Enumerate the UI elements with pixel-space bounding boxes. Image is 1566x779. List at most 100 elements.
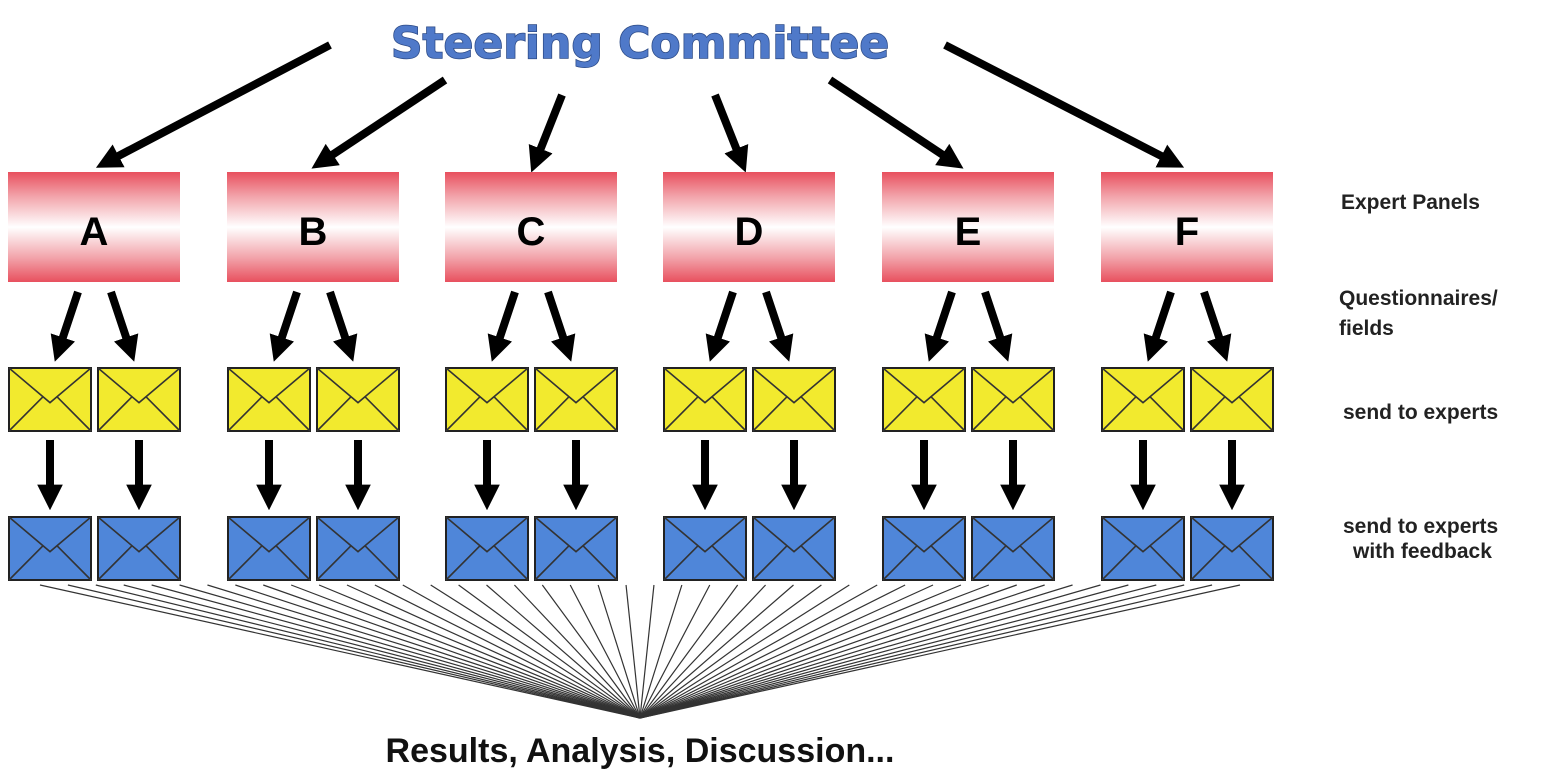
row-label-send-with-feedback-1: send to experts — [1343, 515, 1498, 538]
fan-line — [625, 584, 641, 719]
envelopes — [8, 367, 1274, 581]
fan-line — [374, 584, 641, 719]
fan-line — [569, 584, 641, 719]
fan-line — [513, 584, 641, 719]
envelope-icon — [316, 516, 400, 581]
envelope-icon — [971, 516, 1055, 581]
fan-line — [430, 584, 641, 719]
row-label-send-with-feedback-2: with feedback — [1352, 540, 1492, 563]
fan-line — [639, 584, 739, 719]
arrow-down-icon — [711, 93, 749, 173]
fan-line — [639, 584, 1045, 719]
mid-arrows — [37, 290, 1245, 511]
envelope-icon — [663, 367, 747, 432]
arrow-down-icon — [107, 290, 139, 362]
envelope-icon — [97, 367, 181, 432]
fan-line — [639, 584, 1101, 719]
fan-line — [639, 584, 794, 719]
arrow-down-icon — [487, 290, 519, 362]
fan-line — [639, 584, 655, 719]
fan-line — [639, 584, 767, 719]
panel-label: B — [299, 210, 328, 254]
envelope-icon — [97, 516, 181, 581]
panel-f: F — [1101, 172, 1273, 282]
fan-line — [235, 584, 641, 719]
fan-line — [402, 584, 641, 719]
envelope-icon — [1190, 516, 1274, 581]
fan-line — [486, 584, 641, 719]
panel-e: E — [882, 172, 1054, 282]
fan-line — [123, 584, 641, 719]
fan-line — [639, 584, 1073, 719]
envelope-icon — [1190, 367, 1274, 432]
envelope-icon — [752, 367, 836, 432]
fan-line — [639, 584, 878, 719]
fan-line — [39, 584, 641, 719]
arrow-down-icon — [762, 290, 794, 362]
envelope-icon — [1101, 367, 1185, 432]
envelope-icon — [445, 367, 529, 432]
row-label-send-to-experts: send to experts — [1343, 401, 1498, 424]
fan-line — [639, 584, 1241, 719]
row-label-fields: fields — [1339, 317, 1394, 340]
fan-line — [639, 584, 1213, 719]
fan-line — [95, 584, 641, 719]
envelope-icon — [882, 516, 966, 581]
arrow-down-icon — [827, 76, 964, 169]
row-label-questionnaires: Questionnaires/ — [1339, 287, 1498, 310]
arrow-down-icon — [924, 290, 956, 362]
fan-line — [639, 584, 906, 719]
fan-line — [290, 584, 641, 719]
fan-line — [639, 584, 1185, 719]
arrow-down-icon — [1200, 290, 1232, 362]
envelope-icon — [534, 516, 618, 581]
fan-line — [639, 584, 934, 719]
arrow-down-icon — [943, 41, 1185, 168]
fan-line — [458, 584, 641, 719]
fan-line — [639, 584, 1017, 719]
fan-line — [346, 584, 641, 719]
envelope-icon — [227, 516, 311, 581]
panel-label: A — [80, 210, 109, 254]
envelope-icon — [752, 516, 836, 581]
fan-line — [541, 584, 641, 719]
arrow-down-icon — [95, 41, 332, 168]
panel-label: D — [735, 210, 764, 254]
arrow-down-icon — [269, 290, 301, 362]
panel-label: C — [517, 210, 546, 254]
fan-line — [639, 584, 850, 719]
fan-line — [597, 584, 641, 719]
panel-b: B — [227, 172, 399, 282]
fan-line — [639, 584, 1129, 719]
envelope-icon — [971, 367, 1055, 432]
fan-line — [263, 584, 641, 719]
fan-line — [639, 584, 990, 719]
fan-line — [207, 584, 641, 719]
envelope-icon — [445, 516, 529, 581]
fan-lines — [39, 584, 1241, 719]
results-label: Results, Analysis, Discussion... — [386, 732, 895, 770]
fan-line — [639, 584, 1157, 719]
envelope-icon — [227, 367, 311, 432]
top-arrows — [95, 41, 1185, 173]
row-label-expert-panels: Expert Panels — [1341, 191, 1480, 214]
envelope-icon — [8, 367, 92, 432]
envelope-icon — [8, 516, 92, 581]
panel-c: C — [445, 172, 617, 282]
arrow-down-icon — [705, 290, 737, 362]
steering-committee-title: Steering Committee — [391, 18, 889, 69]
fan-line — [639, 584, 962, 719]
arrow-down-icon — [544, 290, 576, 362]
panel-label: E — [955, 210, 982, 254]
envelope-icon — [534, 367, 618, 432]
expert-panels: A B C D E F — [8, 172, 1273, 282]
envelope-icon — [1101, 516, 1185, 581]
panel-label: F — [1175, 210, 1199, 254]
fan-line — [639, 584, 711, 719]
arrow-down-icon — [311, 76, 448, 169]
arrow-down-icon — [981, 290, 1013, 362]
fan-line — [318, 584, 641, 719]
fan-line — [179, 584, 641, 719]
fan-line — [639, 584, 822, 719]
